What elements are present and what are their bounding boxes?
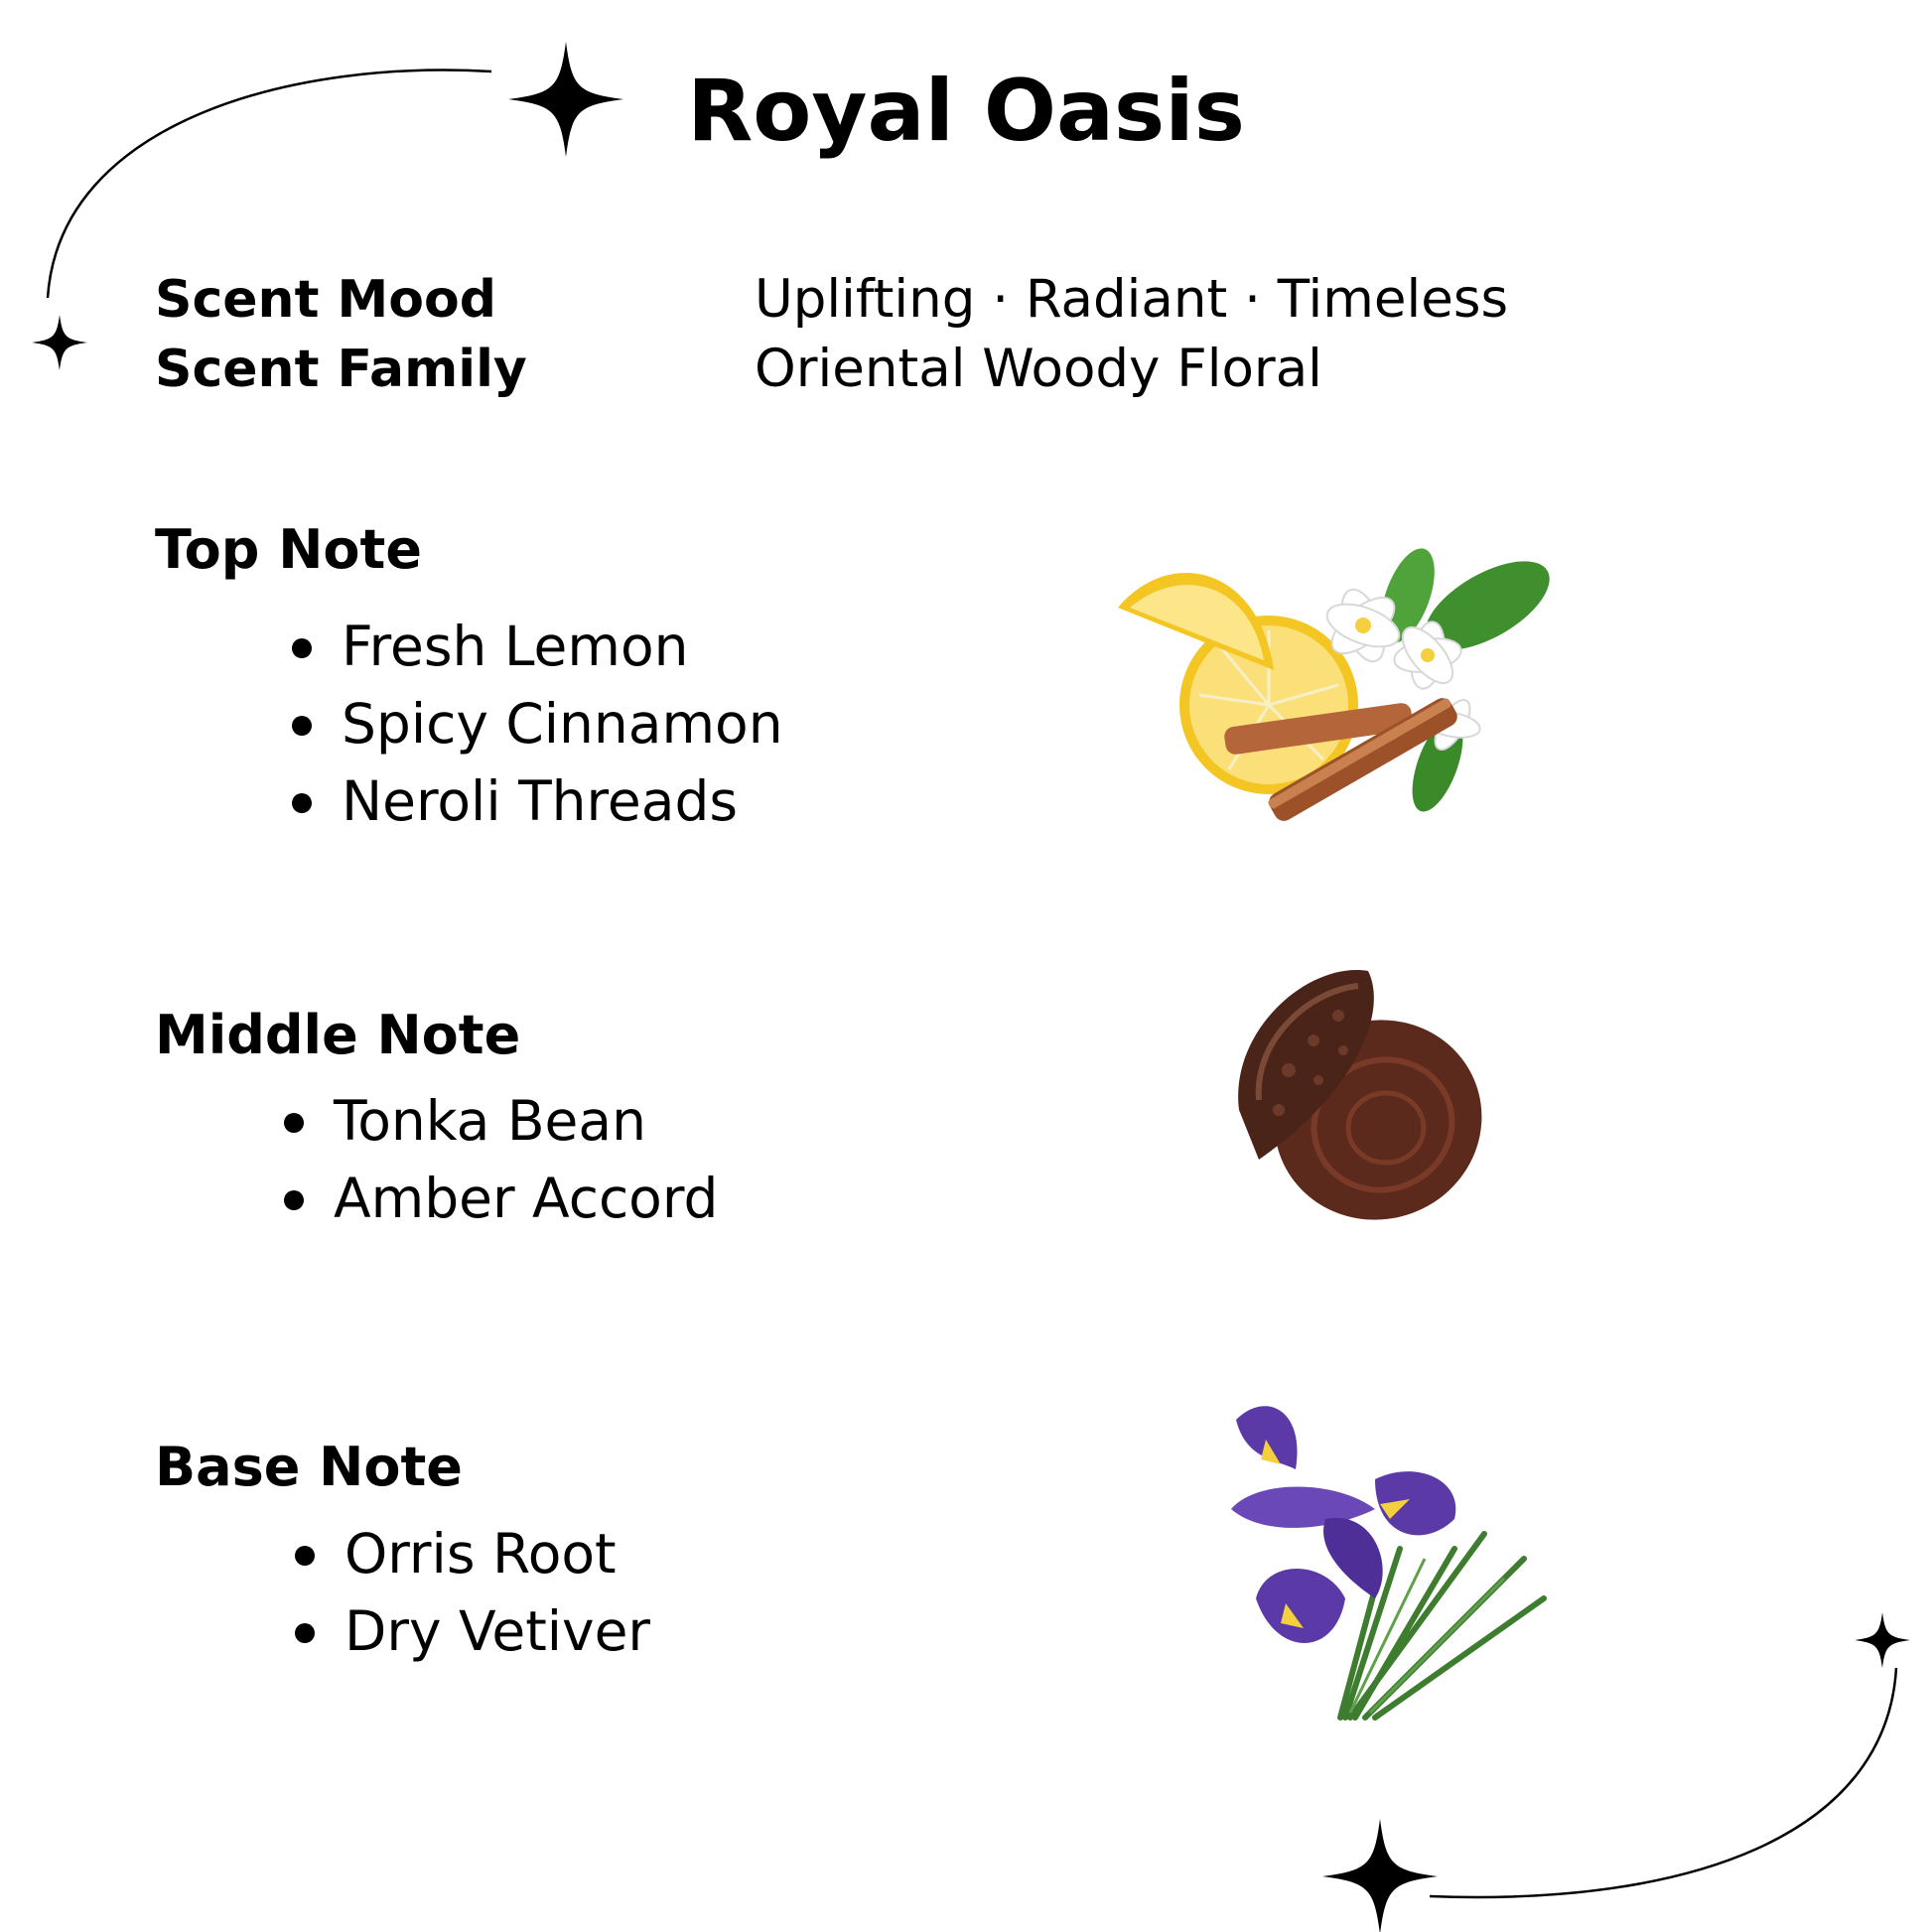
- note-item-label: Spicy Cinnamon: [342, 692, 783, 756]
- note-item-label: Amber Accord: [334, 1167, 719, 1230]
- sparkle-star-icon: [1855, 1612, 1910, 1668]
- note-item-label: Fresh Lemon: [342, 615, 689, 678]
- base-note-list: Orris Root Dry Vetiver: [295, 1515, 651, 1670]
- tonka-bean-amber-illustration: [1238, 970, 1482, 1220]
- bullet-icon: [295, 1546, 315, 1566]
- middle-note-list: Tonka Bean Amber Accord: [284, 1082, 719, 1237]
- sparkle-star-icon: [32, 315, 87, 370]
- scent-mood-value: Uplifting · Radiant · Timeless: [755, 269, 1509, 330]
- middle-note-heading: Middle Note: [155, 1004, 521, 1066]
- list-item: Dry Vetiver: [295, 1592, 651, 1670]
- scent-family-label: Scent Family: [155, 340, 527, 399]
- page-title: Royal Oasis: [687, 62, 1245, 161]
- bullet-icon: [284, 1190, 304, 1210]
- list-item: Spicy Cinnamon: [292, 685, 783, 762]
- list-item: Neroli Threads: [292, 762, 783, 840]
- note-item-label: Dry Vetiver: [345, 1599, 651, 1663]
- top-note-list: Fresh Lemon Spicy Cinnamon Neroli Thread…: [292, 608, 783, 840]
- lemon-cinnamon-neroli-illustration: [1118, 548, 1550, 821]
- bottom-right-arc: [1429, 1667, 1898, 1899]
- top-note-heading: Top Note: [155, 518, 422, 581]
- sparkle-star-icon: [508, 42, 623, 157]
- scent-mood-label: Scent Mood: [155, 270, 496, 330]
- base-note-heading: Base Note: [155, 1436, 463, 1498]
- note-item-label: Orris Root: [345, 1522, 617, 1586]
- bullet-icon: [295, 1623, 315, 1643]
- iris-vetiver-illustration: [1231, 1406, 1547, 1721]
- list-item: Amber Accord: [284, 1160, 719, 1237]
- top-left-arc: [46, 69, 492, 299]
- list-item: Orris Root: [295, 1515, 650, 1592]
- bullet-icon: [292, 638, 312, 658]
- bullet-icon: [292, 716, 312, 736]
- list-item: Tonka Bean: [284, 1082, 718, 1160]
- note-item-label: Tonka Bean: [334, 1089, 646, 1153]
- scent-family-value: Oriental Woody Floral: [755, 339, 1322, 399]
- note-item-label: Neroli Threads: [342, 769, 739, 833]
- bullet-icon: [284, 1113, 304, 1133]
- list-item: Fresh Lemon: [292, 608, 783, 685]
- bullet-icon: [292, 793, 312, 813]
- sparkle-star-icon: [1322, 1819, 1438, 1932]
